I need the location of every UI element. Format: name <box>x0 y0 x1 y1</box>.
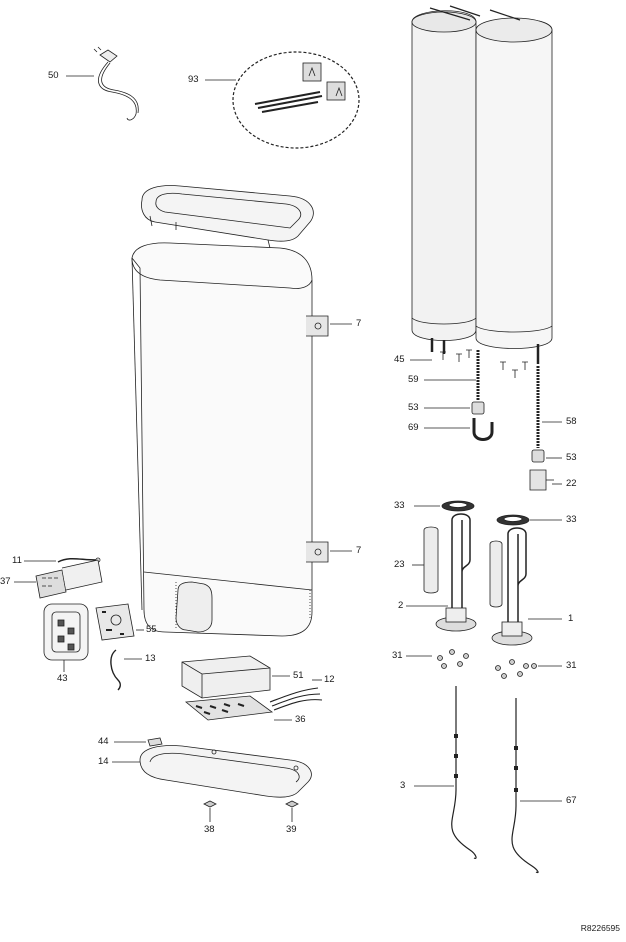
label-50: 50 <box>48 70 59 81</box>
u-pipe-69 <box>472 418 494 441</box>
wall-bracket-top <box>306 315 329 337</box>
label-33-right: 33 <box>566 514 577 525</box>
wires-12 <box>269 687 323 711</box>
wall-bracket-bottom <box>306 541 329 563</box>
label-37: 37 <box>0 576 11 587</box>
label-14: 14 <box>98 756 109 767</box>
foot-39 <box>285 800 299 808</box>
heating-element-1 <box>491 527 533 646</box>
electrical-cover-51 <box>181 655 271 699</box>
label-53-lower: 53 <box>566 452 577 463</box>
label-44: 44 <box>98 736 109 747</box>
label-43: 43 <box>57 673 68 684</box>
label-31-right: 31 <box>566 660 577 671</box>
clip-44 <box>147 737 163 747</box>
control-panel-43 <box>43 603 89 661</box>
label-53-upper: 53 <box>408 402 419 413</box>
label-2: 2 <box>398 600 404 611</box>
label-7-top: 7 <box>356 318 362 329</box>
label-93: 93 <box>188 74 199 85</box>
label-33-left: 33 <box>394 500 405 511</box>
label-7-bottom: 7 <box>356 545 362 556</box>
label-22: 22 <box>566 478 577 489</box>
power-cable-part <box>93 46 139 121</box>
heating-element-2 <box>435 513 477 632</box>
valve-22 <box>529 469 554 491</box>
display-board-37 <box>35 559 103 599</box>
screws-part-45 <box>430 338 540 378</box>
probe-3 <box>451 686 477 859</box>
label-67: 67 <box>566 795 577 806</box>
nuts-31 <box>437 649 537 679</box>
label-58: 58 <box>566 416 577 427</box>
power-board-36 <box>184 695 274 721</box>
union-53-upper <box>471 401 485 415</box>
label-13: 13 <box>145 653 156 664</box>
drawing-reference-code: R8226595 <box>580 923 620 933</box>
union-53-lower <box>531 449 545 463</box>
bottom-cover-14 <box>139 745 312 798</box>
top-cover-part <box>141 185 314 249</box>
label-69: 69 <box>408 422 419 433</box>
sensor-13 <box>110 649 121 691</box>
label-36: 36 <box>295 714 306 725</box>
anode-23 <box>423 526 439 594</box>
label-55: 55 <box>146 624 157 635</box>
label-59: 59 <box>408 374 419 385</box>
label-45: 45 <box>394 354 405 365</box>
label-11: 11 <box>12 555 22 566</box>
foot-38 <box>203 800 217 808</box>
main-board-55 <box>95 603 135 641</box>
probe-67 <box>511 698 539 874</box>
label-39: 39 <box>286 824 297 835</box>
label-31-left: 31 <box>392 650 403 661</box>
gasket-33-right <box>496 514 530 526</box>
label-38: 38 <box>204 824 215 835</box>
label-12: 12 <box>324 674 335 685</box>
label-51: 51 <box>293 670 304 681</box>
main-casing-part <box>131 242 313 637</box>
label-3: 3 <box>400 780 406 791</box>
tank-right <box>475 17 553 349</box>
anode-right <box>489 540 503 608</box>
tank-left <box>411 10 477 341</box>
label-1: 1 <box>568 613 574 624</box>
label-23: 23 <box>394 559 405 570</box>
gasket-33-left <box>441 500 475 512</box>
fixing-kit-part <box>232 51 360 149</box>
